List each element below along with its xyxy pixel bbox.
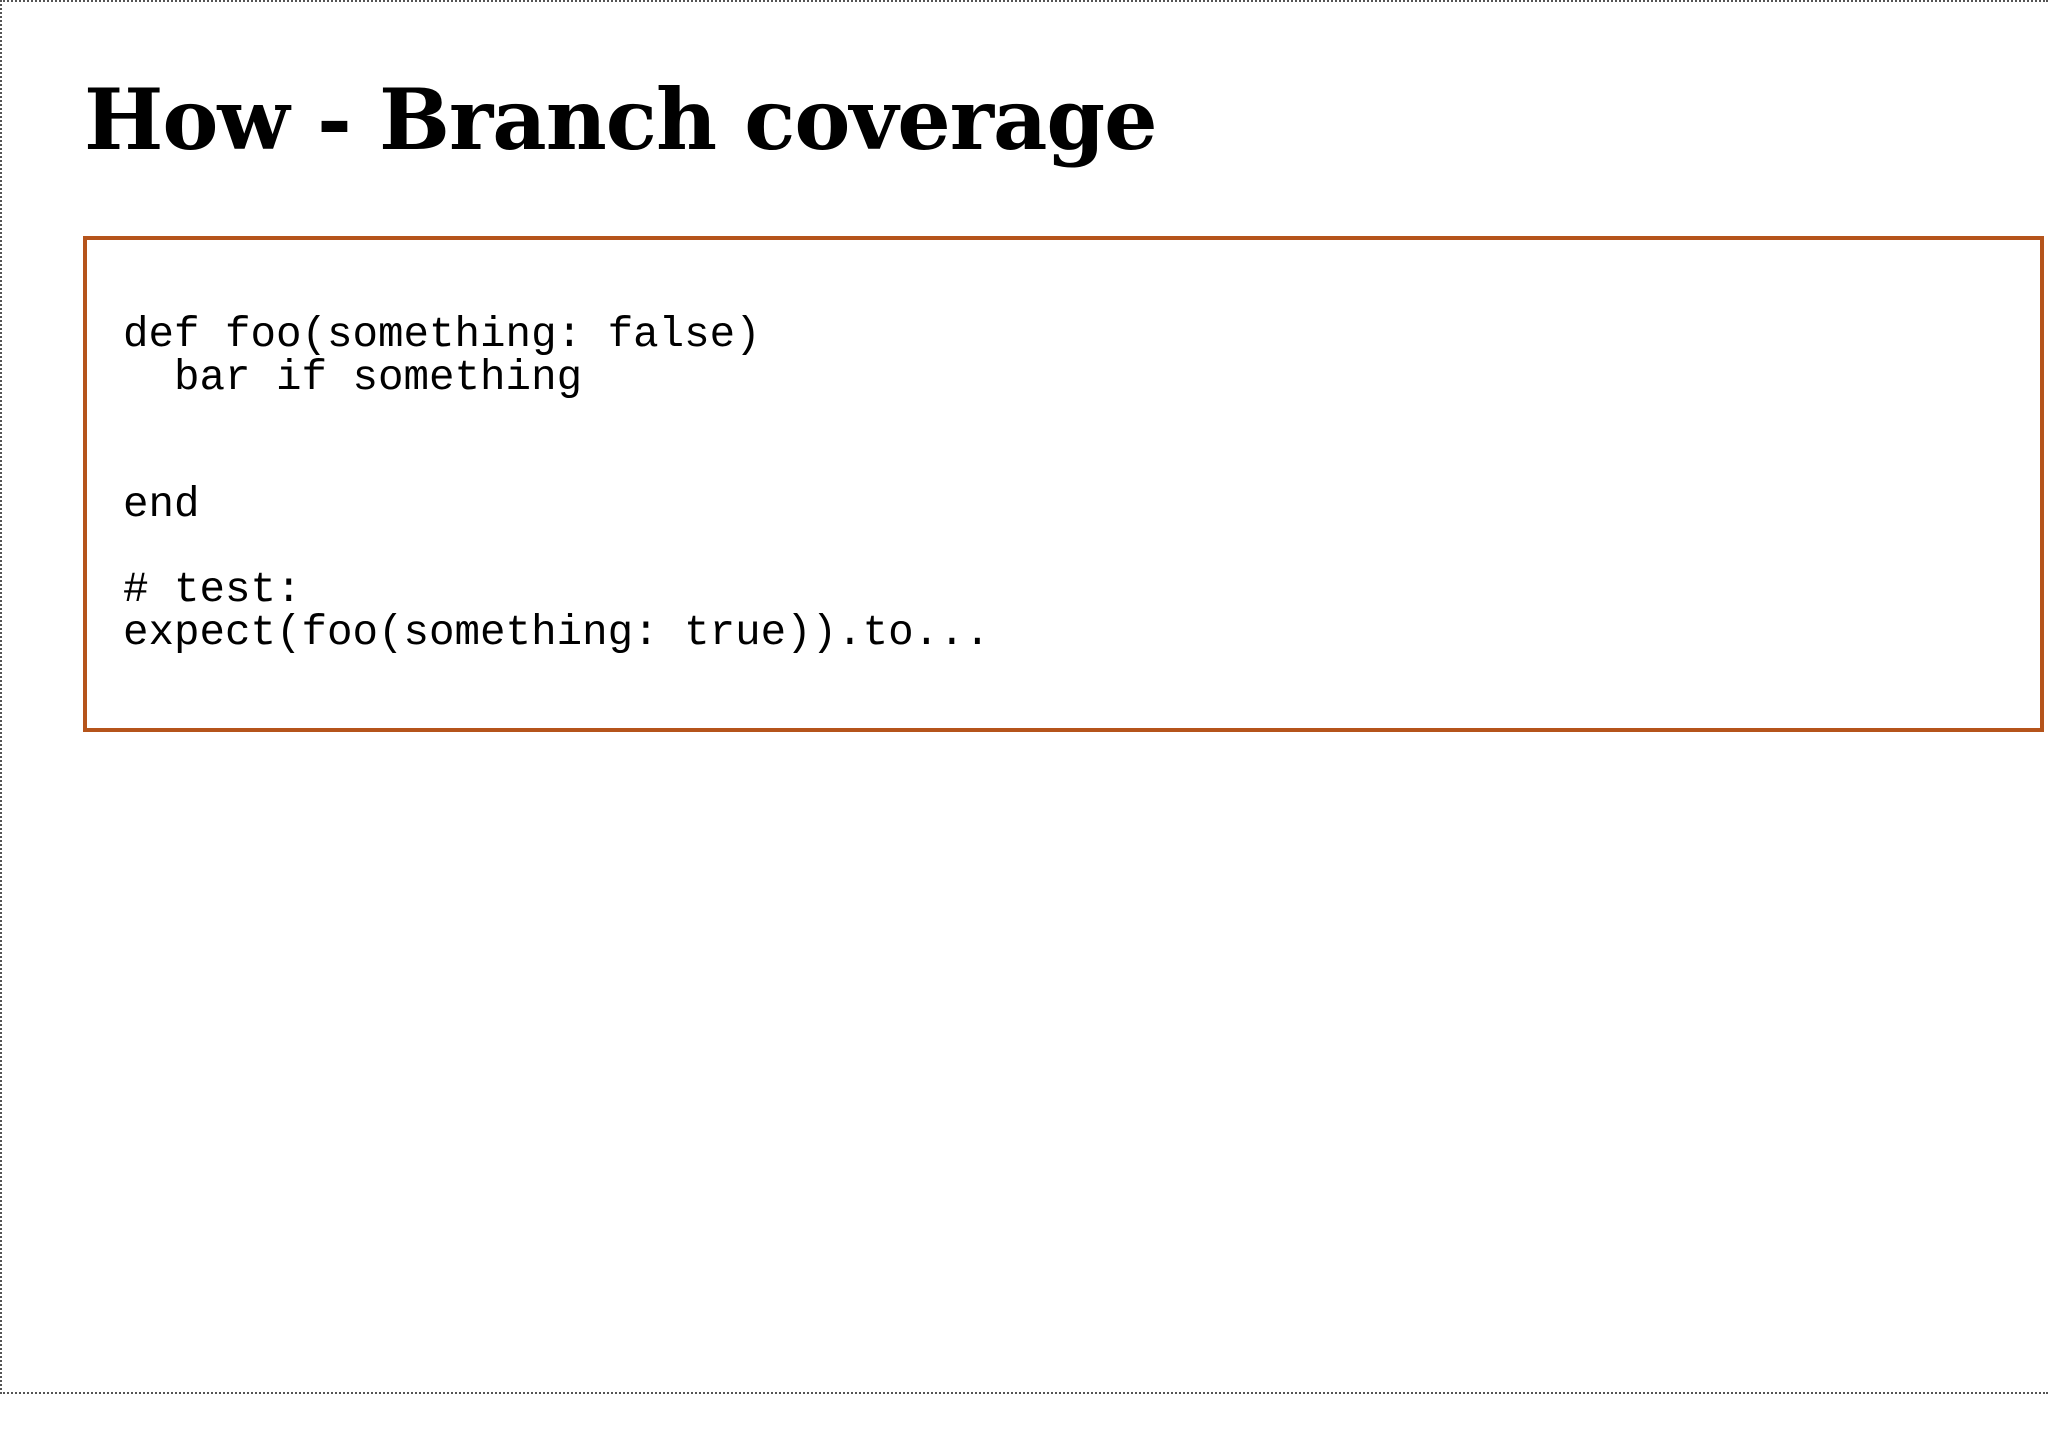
code-content: def foo(something: false) bar if somethi…: [123, 314, 990, 654]
code-line: bar if something: [123, 353, 583, 402]
code-line: [123, 527, 990, 570]
code-line: expect(foo(something: true)).to...: [123, 608, 991, 657]
slide: How - Branch coverage def foo(something:…: [0, 0, 2048, 1394]
code-line: def foo(something: false): [123, 311, 761, 359]
code-line: end: [123, 481, 200, 529]
code-line: [123, 442, 990, 485]
code-line: # test:: [123, 566, 302, 614]
code-line: [123, 399, 990, 442]
code-block: def foo(something: false) bar if somethi…: [83, 236, 2044, 732]
slide-title: How - Branch coverage: [84, 70, 1158, 169]
